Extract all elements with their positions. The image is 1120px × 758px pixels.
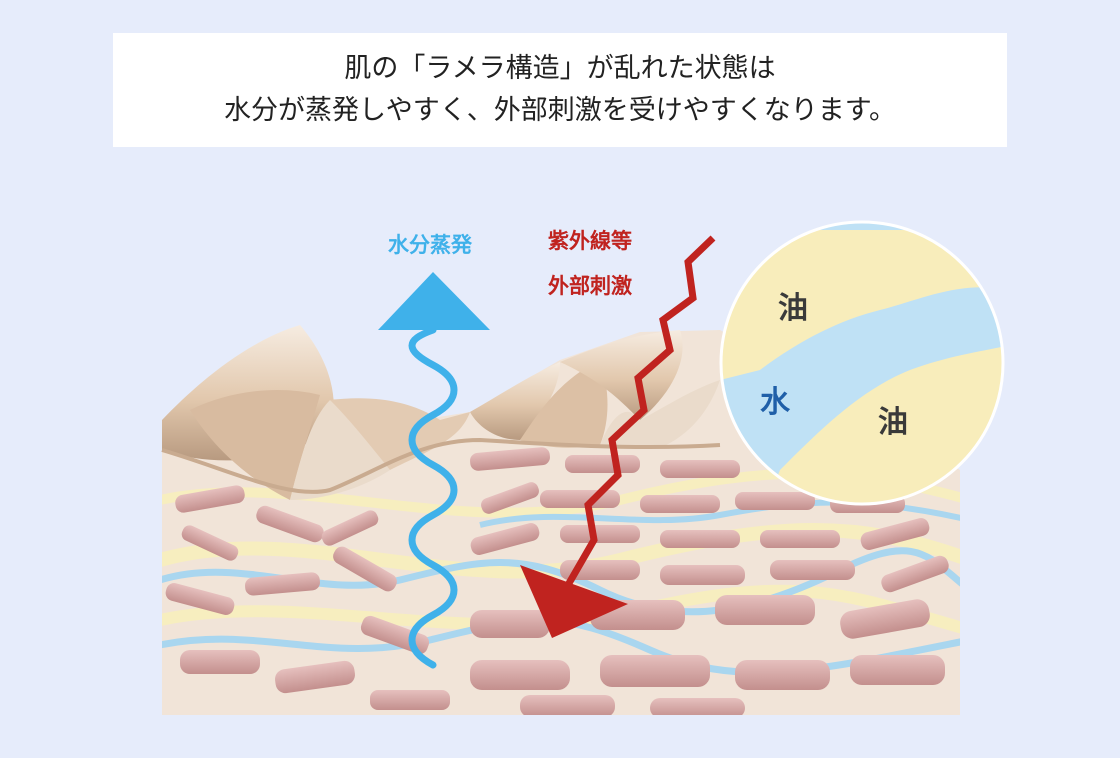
uv-label-line-2: 外部刺激	[548, 274, 632, 298]
scale	[600, 380, 720, 449]
evaporation-arrowhead	[378, 272, 490, 330]
uv-stimulus-arrow: 紫外線等 外部刺激	[520, 229, 716, 638]
cell	[660, 530, 740, 548]
surface-scales	[161, 325, 721, 500]
cell	[770, 560, 855, 580]
scale	[470, 362, 560, 440]
cell	[470, 610, 550, 638]
magnified-lipid-view: 油 水 油	[719, 220, 1005, 506]
cell	[735, 660, 830, 690]
oil-label-top: 油	[778, 291, 808, 326]
cell	[735, 492, 815, 510]
cell	[520, 695, 615, 715]
cell	[175, 485, 245, 513]
cell	[881, 555, 949, 593]
cell	[180, 650, 260, 674]
evaporation-wave	[408, 326, 458, 669]
cell	[165, 583, 235, 615]
scale	[330, 398, 470, 470]
cell	[370, 690, 450, 710]
cell	[321, 510, 379, 546]
scale	[190, 390, 320, 500]
cell	[245, 572, 320, 596]
uv-label-line-1: 紫外線等	[548, 229, 632, 253]
cell	[640, 495, 720, 513]
cell	[256, 505, 324, 543]
cell	[565, 455, 640, 473]
caption-line-2: 水分が蒸発しやすく、外部刺激を受けやすくなります。	[223, 95, 897, 126]
cell	[470, 447, 550, 471]
cell	[540, 490, 620, 508]
cell	[660, 460, 740, 478]
cell	[600, 655, 710, 687]
cell	[860, 518, 930, 550]
scale	[520, 360, 608, 448]
water-label: 水	[760, 385, 791, 420]
cell	[181, 525, 239, 561]
scale	[560, 330, 683, 420]
uv-zigzag	[564, 235, 716, 587]
caption-box: 肌の「ラメラ構造」が乱れた状態は 水分が蒸発しやすく、外部刺激を受けやすくなりま…	[113, 33, 1007, 147]
caption-line-1: 肌の「ラメラ構造」が乱れた状態は	[344, 53, 776, 84]
cell	[470, 660, 570, 690]
uv-arrowhead	[520, 565, 628, 638]
cell	[760, 530, 840, 548]
cell	[660, 565, 745, 585]
cell	[560, 525, 640, 543]
evaporation-arrow: 水分蒸発	[378, 233, 490, 669]
evaporation-label: 水分蒸発	[388, 233, 473, 257]
oil-label-bottom: 油	[878, 405, 908, 440]
cell	[840, 599, 930, 639]
cell	[333, 546, 397, 592]
cell	[275, 660, 355, 694]
cell	[470, 523, 540, 555]
oil-region	[721, 230, 1003, 380]
cell	[481, 482, 539, 514]
cell	[715, 595, 815, 625]
cell	[850, 655, 945, 685]
cell	[650, 698, 745, 715]
